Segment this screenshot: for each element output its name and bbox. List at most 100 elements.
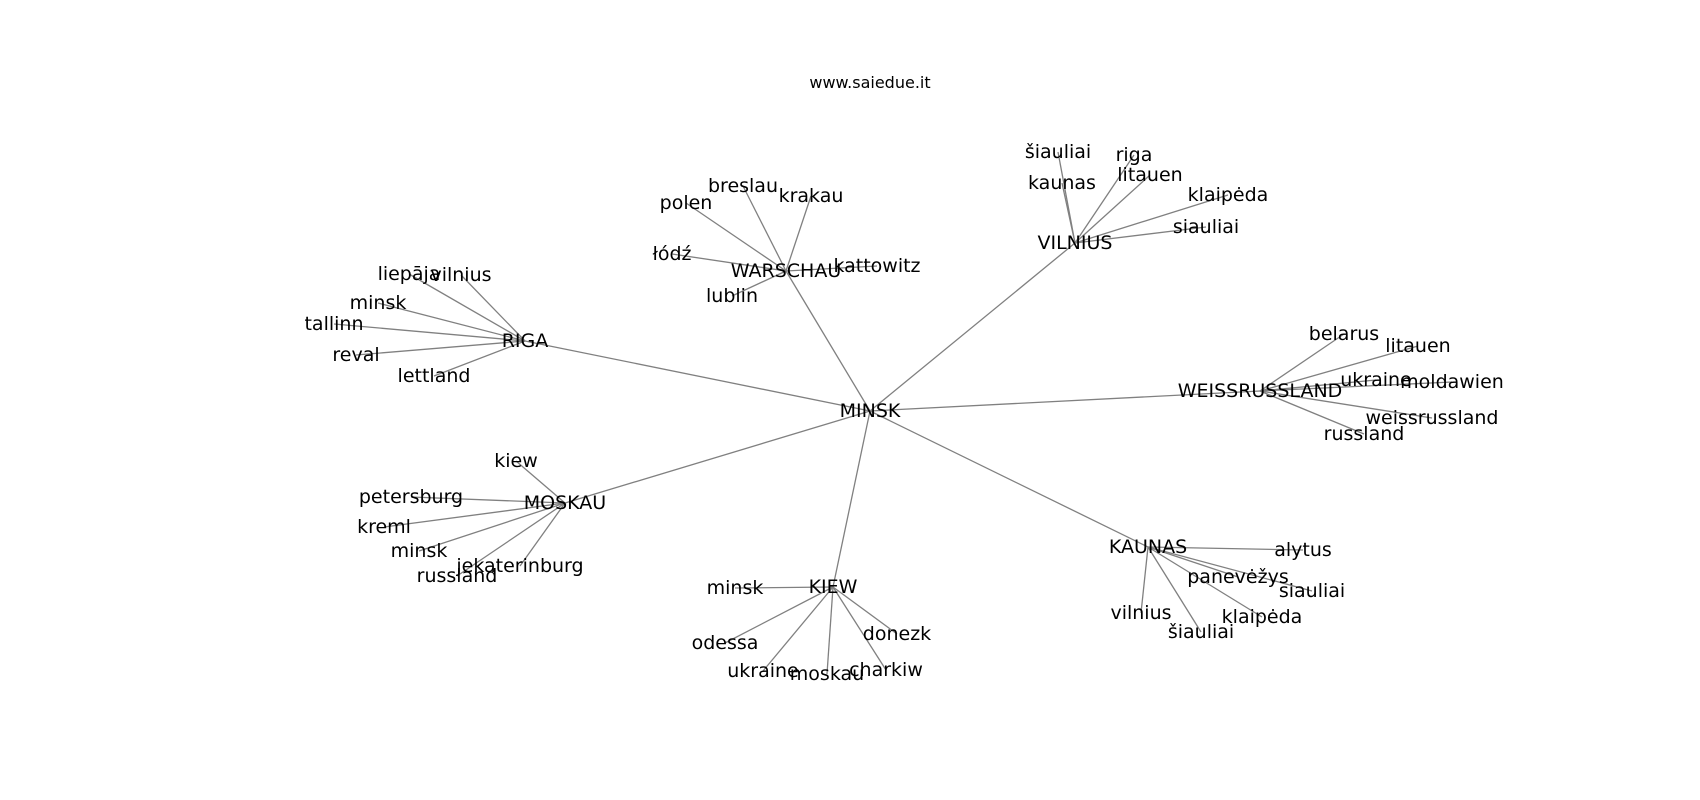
edge-kaunas-panevezys [1147, 546, 1239, 578]
node-leaf-moskau-minsk: minsk [391, 540, 448, 562]
node-leaf-kiew-moskau: moskau [790, 663, 864, 685]
node-leaf-moskau-kiew: kiew [494, 450, 538, 472]
edge-kiew-odessa [724, 586, 834, 644]
node-leaf-vilnius-klaipeda: klaipėda [1188, 184, 1269, 206]
edge-kiew-charkiw [832, 586, 887, 671]
edge-riga-tallinn [333, 323, 526, 342]
edge-kaunas-klaipeda [1147, 546, 1263, 618]
edge-moskau-kreml [383, 502, 566, 528]
node-leaf-vilnius-siauliai: šiauliai [1025, 141, 1091, 163]
edge-weissrussland-ukraine [1259, 379, 1377, 392]
node-leaf-weissrussland-litauen: litauen [1385, 335, 1450, 357]
node-leaf-riga-tallinn: tallinn [304, 313, 363, 335]
node-leaf-kaunas-vilnius: vilnius [1110, 602, 1171, 624]
edge-warschau-polen [685, 202, 787, 272]
edge-minsk-weissrussland [869, 390, 1261, 412]
edge-kaunas-vilnius [1140, 546, 1149, 614]
edge-minsk-riga [524, 340, 871, 412]
edge-vilnius-siauliai [1074, 226, 1207, 244]
node-leaf-moskau-petersburg: petersburg [359, 486, 463, 508]
edge-minsk-kaunas [869, 410, 1149, 548]
node-leaf-moskau-kreml: kreml [357, 516, 411, 538]
node-leaf-kiew-donezk: donezk [863, 623, 931, 645]
edge-warschau-odz [671, 253, 787, 272]
node-leaf-kiew-minsk: minsk [707, 577, 764, 599]
edge-weissrussland-moldawien [1259, 381, 1453, 392]
node-leaf-kaunas-alytus: alytus [1274, 539, 1332, 561]
node-leaf-riga-liepaja: liepāja [378, 263, 441, 285]
edge-vilnius-klaipeda [1074, 194, 1229, 244]
edge-kiew-moskau [826, 586, 834, 675]
edge-moskau-jekaterinburg [519, 502, 566, 567]
edge-minsk-vilnius [869, 242, 1076, 412]
edge-riga-reval [355, 340, 526, 356]
edge-riga-lettland [433, 340, 526, 377]
edge-minsk-kiew [832, 410, 871, 588]
node-center-minsk: MINSK [840, 400, 901, 422]
graph-title: www.saiedue.it [809, 73, 930, 92]
edge-riga-vilnius [460, 274, 526, 342]
edge-weissrussland-russland [1259, 390, 1365, 435]
node-leaf-weissrussland-moldawien: moldawien [1400, 371, 1504, 393]
node-leaf-kaunas-siauliai: siauliai [1279, 580, 1345, 602]
node-leaf-riga-lettland: lettland [398, 365, 471, 387]
node-hub-moskau: MOSKAU [524, 492, 606, 514]
edge-moskau-kiew [515, 460, 566, 504]
node-leaf-kiew-charkiw: charkiw [849, 659, 923, 681]
node-leaf-vilnius-litauen: litauen [1117, 164, 1182, 186]
node-leaf-warschau-kattowitz: kattowitz [833, 255, 920, 277]
edge-weissrussland-weissrussland [1259, 390, 1433, 419]
edge-weissrussland-belarus [1259, 333, 1345, 392]
edge-kaunas-siauliai [1147, 546, 1313, 592]
node-leaf-warschau-lublin: lublin [706, 285, 758, 307]
edge-vilnius-kaunas [1061, 182, 1076, 244]
edge-minsk-moskau [564, 410, 871, 504]
edge-warschau-kattowitz [785, 265, 878, 272]
edge-minsk-warschau [785, 270, 871, 412]
node-leaf-weissrussland-belarus: belarus [1309, 323, 1379, 345]
edge-moskau-petersburg [410, 496, 566, 504]
edge-moskau-russland [456, 502, 566, 577]
edge-moskau-minsk [418, 502, 566, 552]
node-leaf-warschau-krakau: krakau [779, 185, 844, 207]
edge-warschau-krakau [785, 195, 812, 272]
edge-riga-liepaja [408, 273, 526, 342]
node-leaf-kaunas-klaipeda: klaipėda [1222, 606, 1303, 628]
node-leaf-weissrussland-russland: russland [1324, 423, 1405, 445]
edge-kiew-ukraine [762, 586, 834, 672]
edge-warschau-lublin [731, 270, 787, 297]
edge-kiew-minsk [734, 586, 834, 589]
edge-warschau-breslau [742, 185, 787, 272]
node-leaf-riga-minsk: minsk [350, 292, 407, 314]
node-leaf-weissrussland-ukraine: ukraine [1340, 369, 1412, 391]
edge-vilnius-litauen [1074, 174, 1151, 244]
edge-kiew-donezk [832, 586, 898, 635]
edge-kaunas-alytus [1147, 546, 1304, 551]
edge-kaunas-siauliai [1147, 546, 1202, 633]
node-leaf-weissrussland-weissrussland: weissrussland [1366, 407, 1499, 429]
node-leaf-riga-vilnius: vilnius [430, 264, 491, 286]
node-leaf-warschau-polen: polen [660, 192, 713, 214]
node-leaf-kaunas-siauliai: šiauliai [1168, 621, 1234, 643]
edge-weissrussland-litauen [1259, 345, 1419, 392]
edge-vilnius-riga [1074, 154, 1135, 244]
node-leaf-moskau-jekaterinburg: jekaterinburg [455, 555, 583, 577]
node-leaf-vilnius-riga: riga [1116, 144, 1153, 166]
node-leaf-moskau-russland: russland [417, 565, 498, 587]
node-hub-weissrussland: WEISSRUSSLAND [1178, 380, 1343, 402]
node-hub-kaunas: KAUNAS [1109, 536, 1187, 558]
edge-riga-minsk [377, 302, 526, 342]
node-leaf-vilnius-siauliai: siauliai [1173, 216, 1239, 238]
node-hub-kiew: KIEW [809, 576, 858, 598]
node-leaf-vilnius-kaunas: kaunas [1028, 172, 1096, 194]
node-leaf-riga-reval: reval [332, 344, 379, 366]
node-leaf-kiew-ukraine: ukraine [727, 660, 799, 682]
node-leaf-warschau-breslau: breslau [708, 175, 778, 197]
node-hub-warschau: WARSCHAU [731, 260, 841, 282]
node-leaf-kaunas-panevezys: panevėžys [1187, 566, 1289, 588]
node-hub-riga: RIGA [502, 330, 549, 352]
edges-layer [333, 151, 1453, 675]
node-leaf-warschau-odz: łódź [652, 243, 691, 265]
